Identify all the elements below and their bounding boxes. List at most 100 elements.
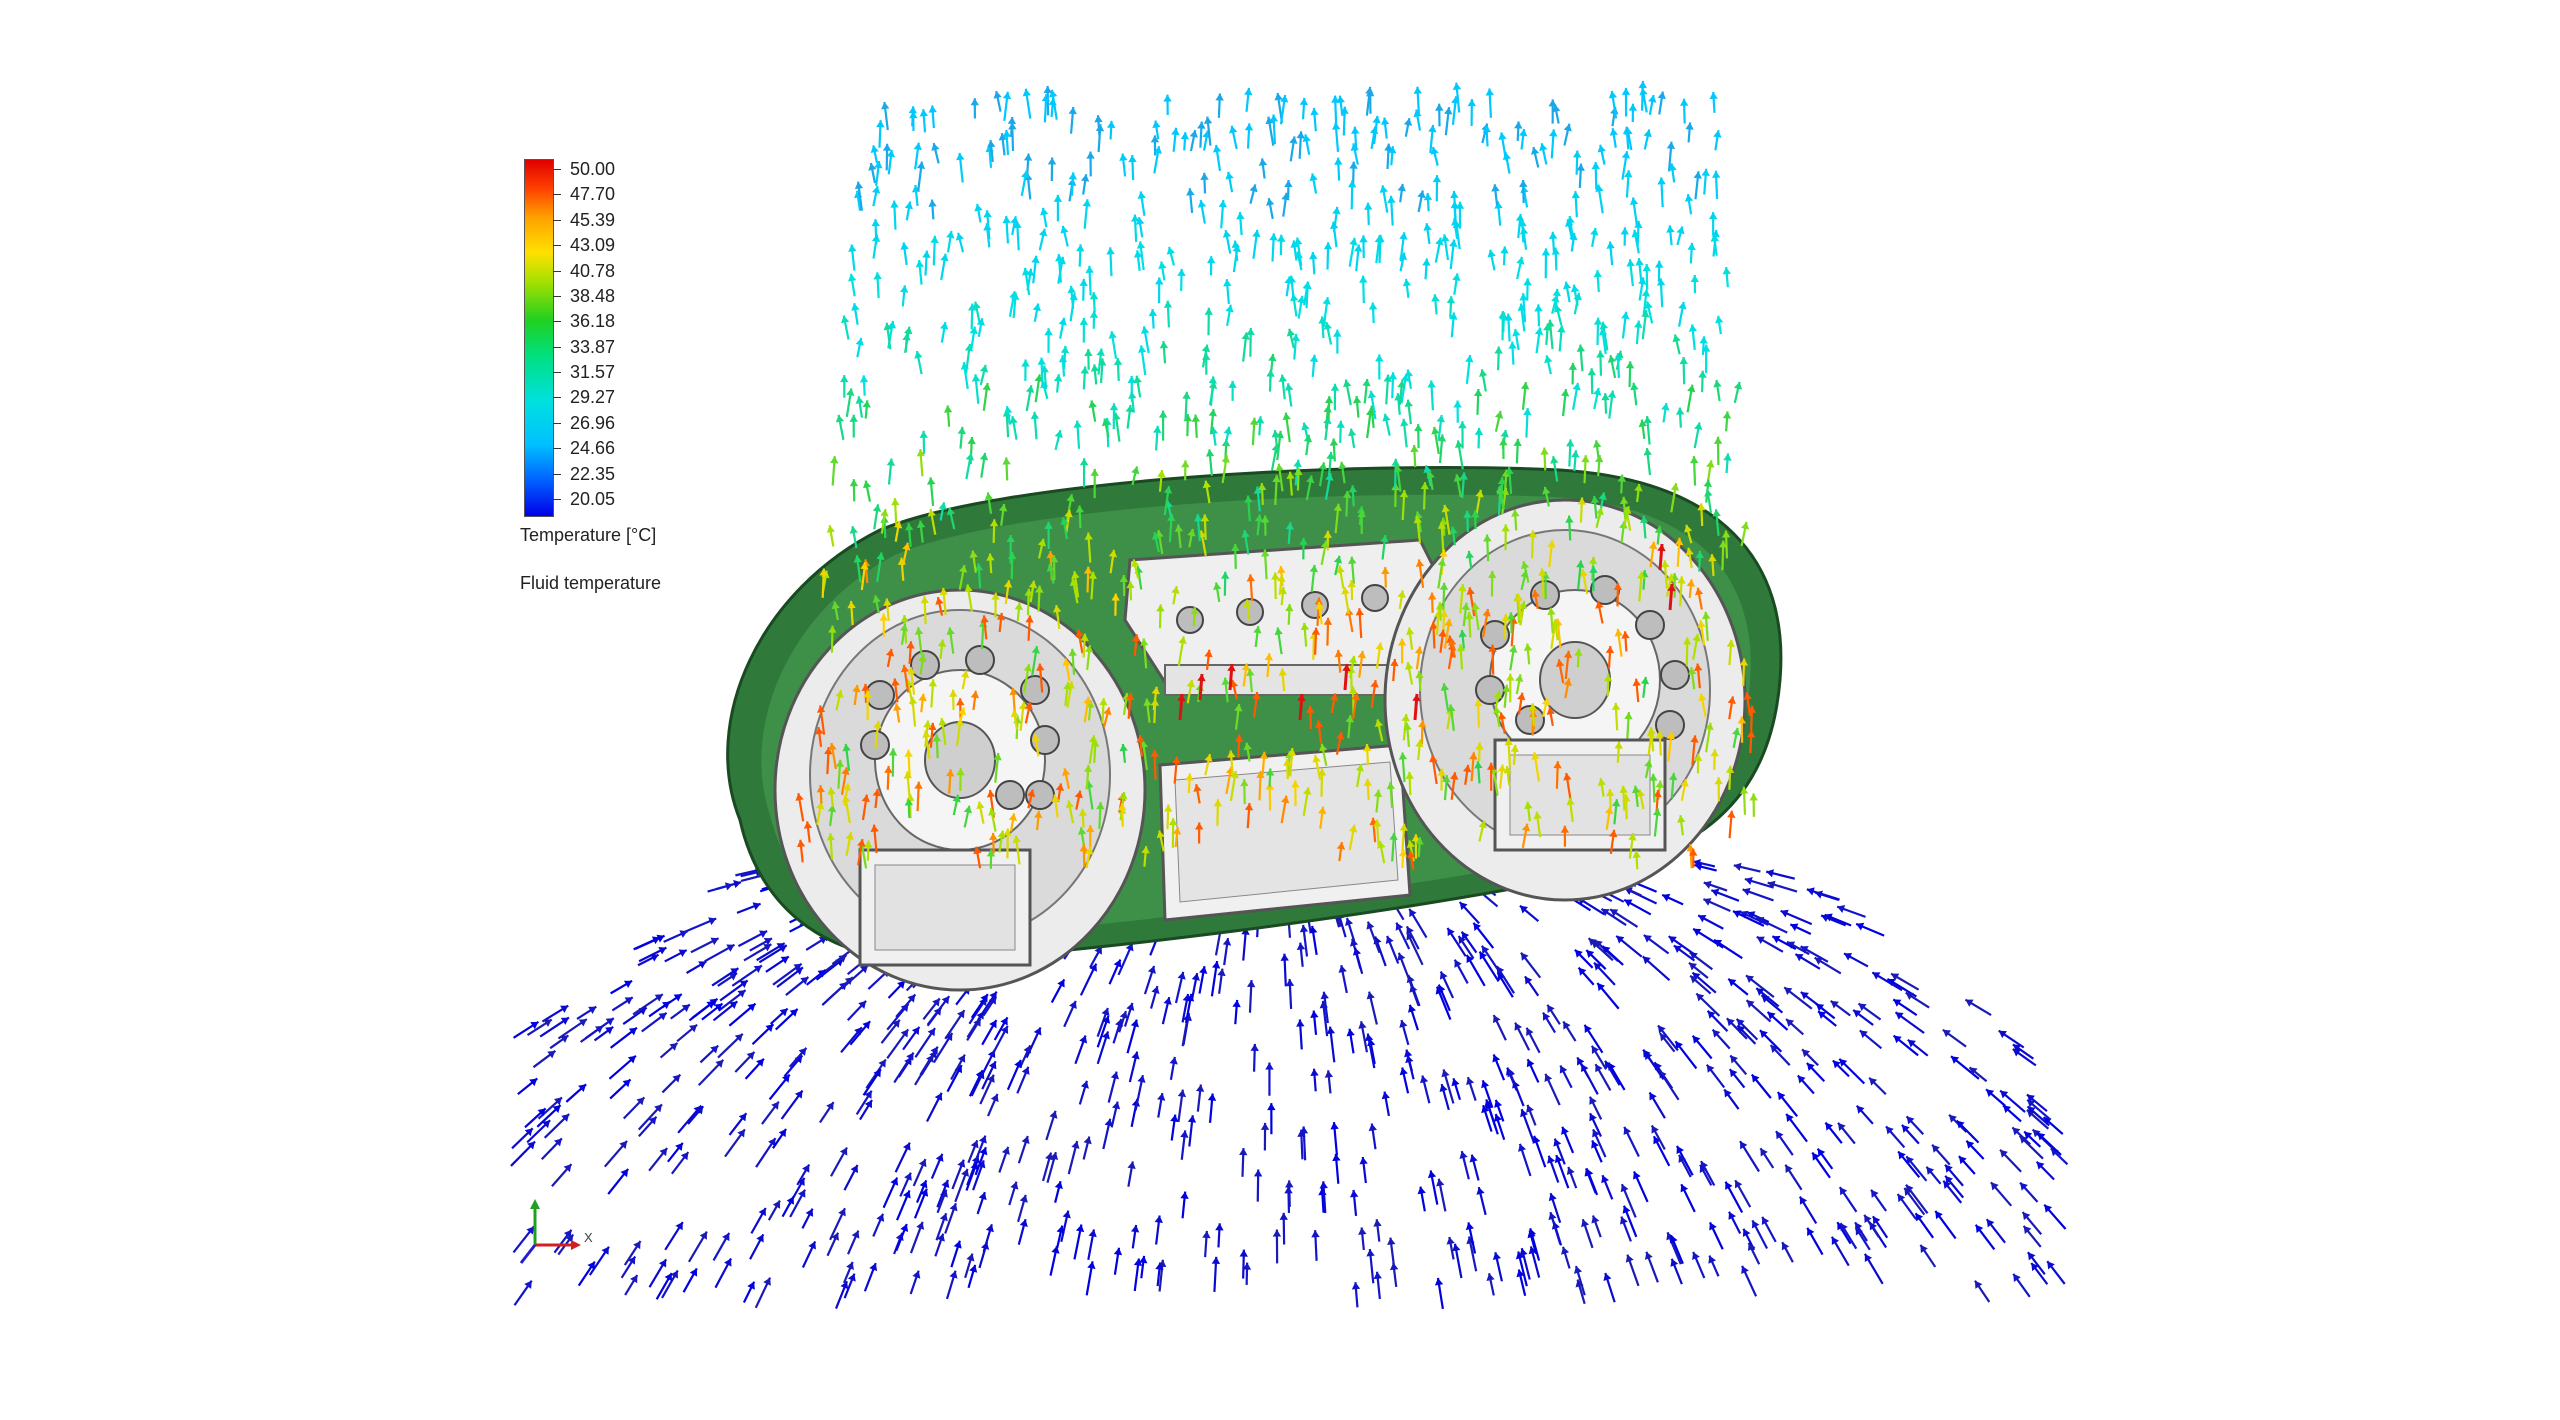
velocity-arrow-head <box>1055 430 1063 438</box>
velocity-arrow-head <box>1679 357 1687 364</box>
velocity-arrow-head <box>1110 403 1118 410</box>
velocity-arrow-head <box>830 456 838 463</box>
velocity-arrow-head <box>1155 277 1163 284</box>
velocity-arrow-head <box>1197 122 1205 129</box>
velocity-arrow-head <box>1364 203 1372 210</box>
velocity-arrow-head <box>1573 151 1581 158</box>
velocity-arrow-head <box>1643 264 1651 271</box>
velocity-arrow-head <box>1734 382 1742 390</box>
velocity-arrow-head <box>1453 83 1461 90</box>
legend-tick-label: 40.78 <box>570 262 615 280</box>
velocity-arrow-head <box>1427 380 1435 387</box>
velocity-arrow-head <box>863 481 871 489</box>
velocity-arrow-head <box>1581 455 1589 462</box>
velocity-arrow-head <box>1741 522 1749 530</box>
velocity-arrow-head <box>1190 130 1198 138</box>
velocity-arrow-head <box>967 437 975 444</box>
velocity-arrow-head <box>1164 301 1172 308</box>
velocity-arrow-head <box>927 477 935 484</box>
velocity-arrow-head <box>1644 448 1652 455</box>
velocity-arrow-head <box>1250 1044 1258 1051</box>
velocity-arrow-head <box>1644 130 1652 138</box>
velocity-arrow-head <box>1549 232 1557 239</box>
velocity-arrow-head <box>1420 1075 1428 1083</box>
velocity-arrow-head <box>971 98 979 105</box>
velocity-arrow-head <box>1131 466 1139 474</box>
velocity-arrow-head <box>956 233 964 241</box>
velocity-arrow-head <box>969 1265 977 1273</box>
velocity-arrow-head <box>1054 374 1062 381</box>
velocity-arrow-head <box>1086 152 1094 159</box>
velocity-arrow-head <box>1273 1230 1281 1237</box>
velocity-arrow-head <box>1594 318 1602 325</box>
velocity-arrow-head <box>1382 414 1390 422</box>
velocity-arrow-head <box>1400 1068 1408 1076</box>
velocity-arrow-head <box>1687 243 1695 250</box>
velocity-arrow-head <box>1561 389 1569 396</box>
velocity-arrow-head <box>1107 121 1115 128</box>
velocity-arrow-head <box>1367 992 1375 1000</box>
velocity-arrow-head <box>1569 363 1577 370</box>
velocity-arrow-head <box>1627 259 1635 266</box>
velocity-arrow-head <box>1766 869 1774 877</box>
velocity-arrow-head <box>840 375 848 382</box>
velocity-arrow-head <box>1749 793 1757 800</box>
velocity-arrow-head <box>1657 177 1665 184</box>
velocity-arrow-head <box>1284 180 1292 187</box>
velocity-arrow-head <box>1044 328 1052 335</box>
velocity-arrow-head <box>1149 309 1157 316</box>
velocity-arrow-head <box>1369 302 1377 309</box>
velocity-arrow-head <box>876 120 884 127</box>
legend-title: Temperature [°C] <box>520 525 656 546</box>
velocity-arrow-head <box>1458 421 1466 428</box>
velocity-arrow-head <box>1229 126 1237 134</box>
velocity-arrow-head <box>1186 188 1194 195</box>
velocity-arrow-head <box>871 145 879 153</box>
velocity-arrow-head <box>1039 229 1047 237</box>
velocity-arrow-head <box>1352 1282 1360 1289</box>
velocity-arrow-head <box>1375 354 1383 361</box>
legend-tick <box>553 169 561 170</box>
velocity-arrow-head <box>856 338 864 346</box>
velocity-arrow-head <box>1519 1248 1527 1256</box>
velocity-arrow-head <box>1003 130 1011 137</box>
velocity-arrow-head <box>1437 415 1445 422</box>
velocity-arrow-head <box>1431 294 1439 301</box>
velocity-arrow-head <box>1076 1224 1084 1232</box>
velocity-arrow-head <box>1200 173 1208 180</box>
velocity-arrow-head <box>1595 455 1603 462</box>
velocity-arrow-head <box>1540 448 1548 455</box>
velocity-arrow-head <box>1259 158 1267 165</box>
velocity-arrow-head <box>1629 104 1637 111</box>
velocity-arrow-head <box>1644 416 1652 423</box>
velocity-arrow-head <box>1055 1181 1063 1189</box>
legend-tick <box>553 347 561 348</box>
velocity-arrow-head <box>1261 1123 1269 1130</box>
velocity-arrow-head <box>1151 986 1159 994</box>
legend-tick-label: 22.35 <box>570 465 615 483</box>
velocity-arrow-head <box>1303 282 1311 289</box>
velocity-arrow-head <box>1676 408 1684 415</box>
velocity-arrow-head <box>1441 1069 1449 1077</box>
velocity-arrow-head <box>1405 400 1413 407</box>
velocity-arrow-head <box>1223 279 1231 286</box>
velocity-arrow-head <box>1202 1231 1210 1238</box>
velocity-arrow-head <box>1131 1052 1139 1060</box>
instrument-cluster-model <box>728 468 1781 991</box>
velocity-arrow-head <box>1476 1187 1484 1195</box>
velocity-arrow-head <box>1270 114 1278 121</box>
velocity-arrow-head <box>1071 1141 1079 1149</box>
velocity-arrow-head <box>1287 329 1295 337</box>
velocity-arrow-head <box>1212 1257 1220 1264</box>
velocity-arrow-head <box>1266 370 1274 377</box>
velocity-arrow-head <box>1514 121 1522 128</box>
velocity-arrow-head <box>1690 456 1698 463</box>
center-lower-display <box>1160 745 1410 920</box>
velocity-arrow-head <box>1606 241 1614 248</box>
velocity-arrow-head <box>1180 1130 1188 1137</box>
velocity-arrow-head <box>1310 1069 1318 1076</box>
velocity-arrow-head <box>1400 419 1408 426</box>
velocity-arrow-head <box>1351 143 1359 151</box>
